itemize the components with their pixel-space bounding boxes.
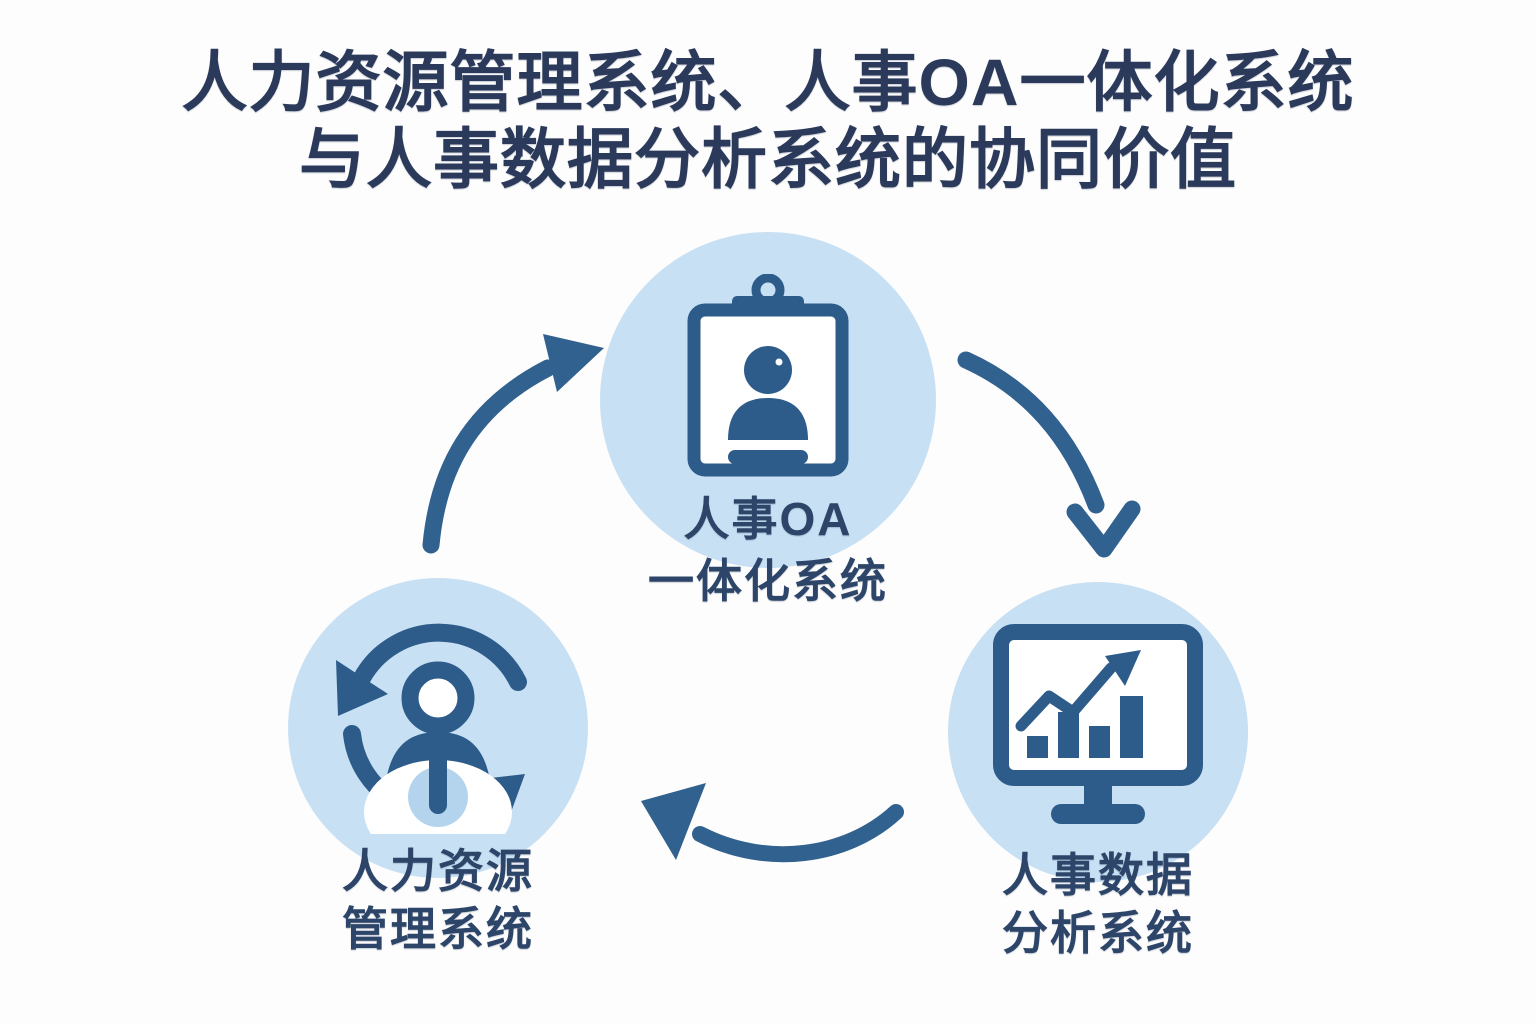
node-hrm-label-line2: 管理系统 <box>342 903 534 955</box>
monitor-chart-icon <box>993 624 1203 824</box>
node-analytics-label-line2: 分析系统 <box>1002 907 1194 959</box>
node-oa-label-line2: 一体化系统 <box>648 555 888 607</box>
clipboard-person-icon <box>687 274 849 477</box>
arrow-up-right-icon <box>422 334 604 554</box>
title-line-2: 与人事数据分析系统的协同价值 <box>299 121 1237 196</box>
title-line-1: 人力资源管理系统、人事OA一体化系统 <box>181 45 1355 119</box>
node-oa-label-line1: 人事OA <box>683 493 853 545</box>
arrow-down-right-icon <box>957 351 1141 558</box>
person-sync-icon <box>336 623 527 834</box>
diagram-title: 人力资源管理系统、人事OA一体化系统 与人事数据分析系统的协同价值 <box>0 44 1536 197</box>
node-analytics-label-line1: 人事数据 <box>1002 849 1194 901</box>
arrow-left-icon <box>641 783 904 863</box>
node-hrm-label-line1: 人力资源 <box>342 845 534 897</box>
